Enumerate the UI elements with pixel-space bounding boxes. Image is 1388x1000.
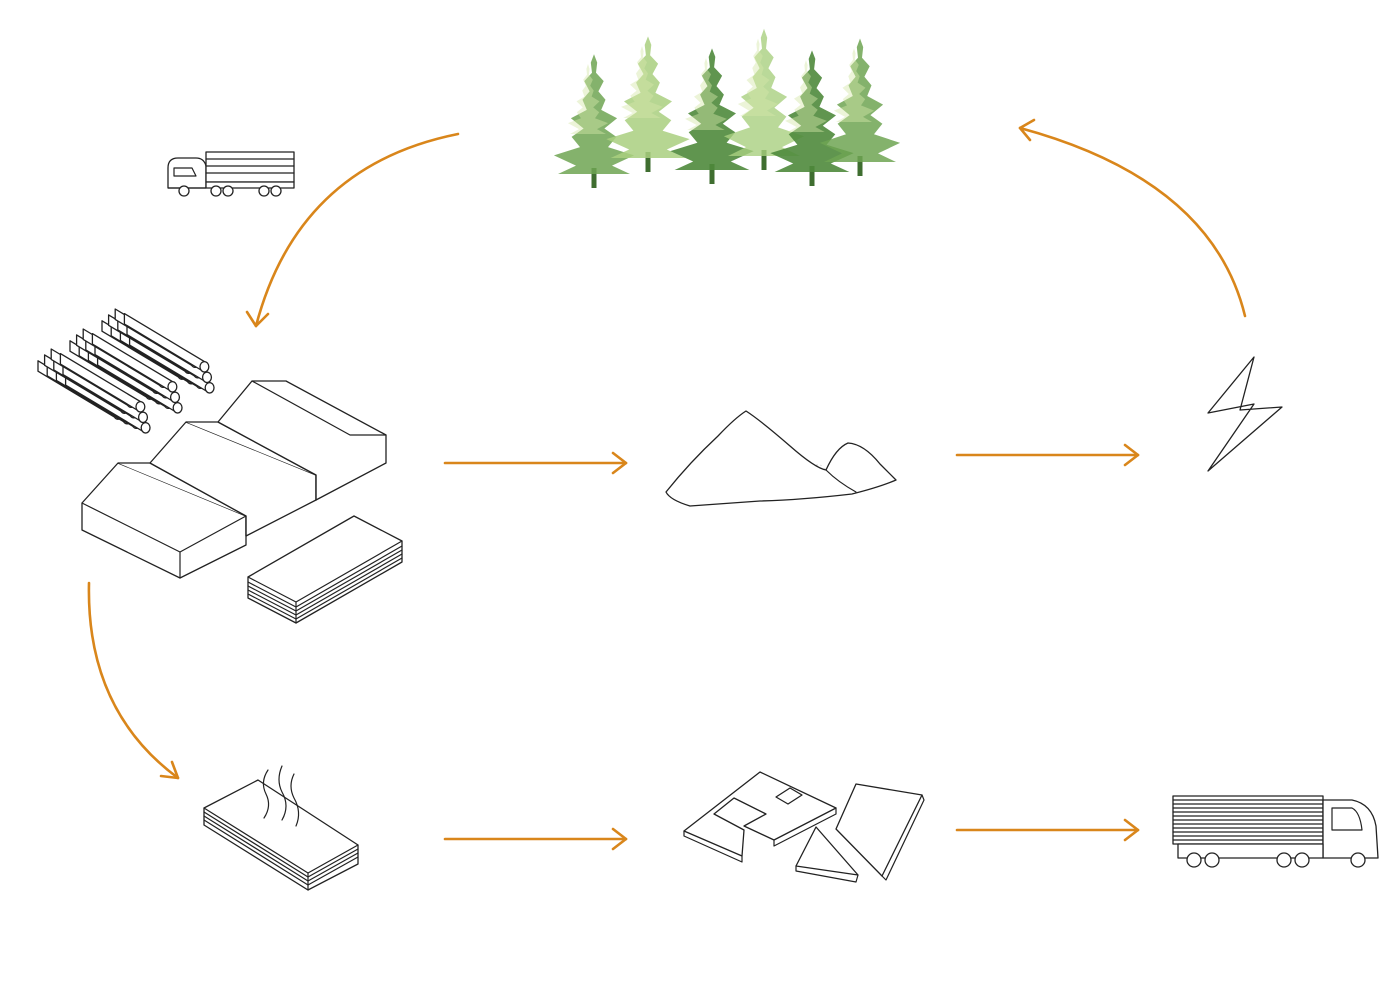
tree-icon (670, 38, 754, 170)
log-end (199, 360, 210, 373)
board-stack-icon (247, 515, 403, 624)
flow-arrowhead-drying-to-panels (611, 827, 628, 851)
tree-icon (819, 28, 901, 162)
cut-panels-icon (683, 771, 925, 883)
log-truck-icon (167, 151, 295, 197)
flow-arrow-sawmill-to-drying (87, 581, 180, 780)
delivery-truck-icon (1172, 795, 1379, 868)
tree-icon (606, 26, 690, 158)
sawmill-with-logs-icon (37, 308, 403, 624)
log-end (169, 391, 181, 404)
tree-trunk (809, 166, 815, 186)
tree-highlight (833, 42, 875, 122)
log-end (204, 381, 215, 394)
tree-highlight (567, 58, 609, 134)
flow-arrows (87, 118, 1247, 851)
log-end (172, 401, 183, 414)
tree-highlight (685, 52, 727, 130)
log-end (135, 400, 146, 413)
log-end (201, 371, 213, 384)
tree-trunk (857, 156, 863, 176)
tree-trunk (709, 164, 715, 184)
flow-arrowhead-forest-to-sawmill (245, 310, 270, 328)
flow-arrowhead-panels-to-truck (1123, 818, 1140, 842)
tree-highlight (737, 32, 779, 116)
drying-boards-icon (203, 765, 359, 891)
log-end (140, 421, 151, 434)
log-end (167, 380, 178, 393)
tree-highlight (785, 54, 827, 132)
forest-icon (553, 18, 901, 188)
flow-arrowhead-sawdust-to-energy (1123, 443, 1140, 467)
log-pile-icon (37, 308, 215, 434)
lightning-bolt-icon (1207, 356, 1283, 472)
tree-trunk (591, 168, 597, 188)
flow-arrowhead-sawmill-to-drying (159, 760, 180, 780)
tree-icon (723, 18, 805, 156)
tree-highlight (621, 40, 663, 118)
log-end (137, 411, 149, 424)
steam-icon (262, 765, 300, 827)
sawdust-pile-icon (665, 410, 897, 507)
tree-trunk (645, 152, 651, 172)
tree-trunk (761, 150, 767, 170)
tree-icon (770, 40, 854, 172)
flow-arrowhead-sawmill-to-sawdust (611, 451, 628, 475)
tree-icon (553, 44, 635, 174)
flow-arrow-energy-to-forest (1018, 126, 1247, 318)
flow-arrow-forest-to-sawmill (254, 132, 460, 328)
sawmill-building-icon (81, 380, 387, 579)
flow-arrowhead-energy-to-forest (1018, 118, 1036, 142)
